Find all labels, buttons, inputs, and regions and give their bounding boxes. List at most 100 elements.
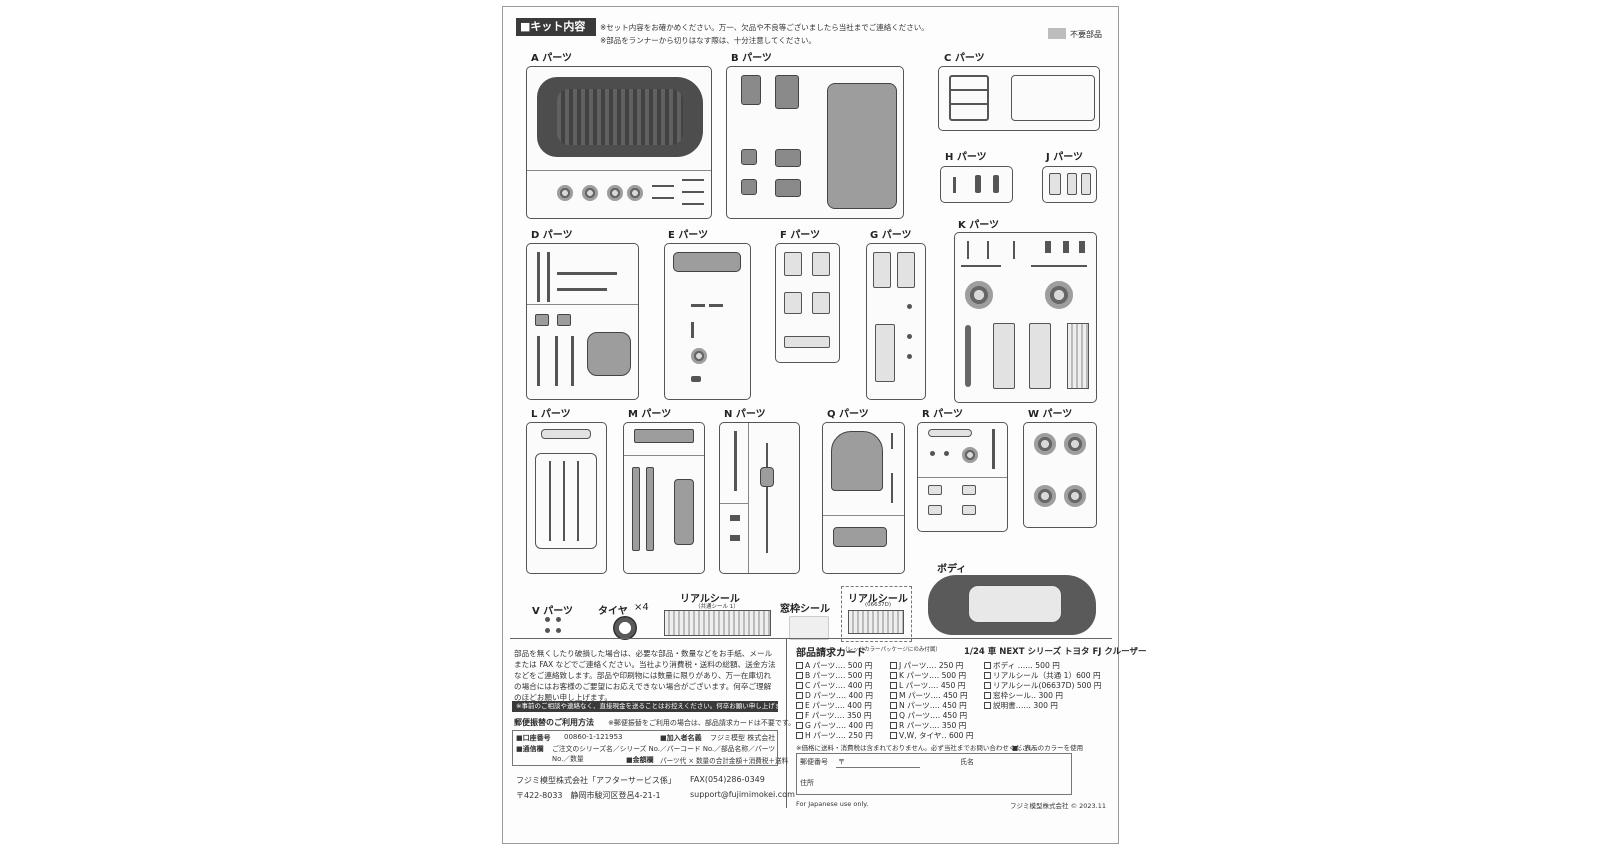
order-checkbox[interactable] [890, 712, 897, 719]
order-checkbox[interactable] [796, 672, 803, 679]
order-checkbox[interactable] [890, 732, 897, 739]
runner [624, 455, 704, 456]
order-checkbox[interactable] [796, 722, 803, 729]
spare-tire-cover-part [965, 281, 993, 309]
lost-parts-paragraph: 部品を無くしたり破損した場合は、必要な部品・数量などをお手紙、メールまたは FA… [514, 649, 776, 702]
order-item[interactable]: C パーツ‥‥ 400 円 [796, 681, 872, 691]
sprue-e [664, 243, 751, 400]
label-n-parts: N パーツ [724, 409, 766, 420]
account-label: ■口座番号 [516, 734, 551, 742]
small-part [907, 304, 912, 309]
label-v-parts: V パーツ [532, 606, 574, 617]
order-item[interactable]: F パーツ‥‥ 350 円 [796, 711, 871, 721]
label-j-parts: J パーツ [1046, 152, 1084, 163]
support-email[interactable]: support@fujimimokei.com [690, 790, 795, 799]
order-item-label: B パーツ‥‥ 500 円 [805, 671, 873, 680]
section-divider [510, 638, 1112, 639]
light-bar-part [928, 429, 972, 437]
order-item[interactable]: G パーツ‥‥ 400 円 [796, 721, 873, 731]
memo-label: ■通信欄 [516, 745, 544, 753]
order-checkbox[interactable] [796, 702, 803, 709]
order-checkbox[interactable] [890, 672, 897, 679]
order-item[interactable]: V,W, タイヤ‥ 600 円 [890, 731, 973, 741]
door-panel-part [812, 292, 830, 314]
rod-part [992, 429, 995, 469]
sprue-q [822, 422, 905, 574]
card-color-note: ■…表示のカラーを使用 [1012, 744, 1084, 752]
order-item[interactable]: ボディ ‥‥‥ 500 円 [984, 661, 1060, 671]
real-seal-sheet [664, 610, 771, 636]
order-checkbox[interactable] [984, 672, 991, 679]
order-item[interactable]: L パーツ‥‥ 450 円 [890, 681, 965, 691]
order-checkbox[interactable] [984, 682, 991, 689]
real-seal-2-code: (06637D) [865, 602, 892, 608]
rod-part [682, 191, 704, 193]
order-checkbox[interactable] [984, 662, 991, 669]
order-item[interactable]: Q パーツ‥‥ 450 円 [890, 711, 967, 721]
order-item-label: M パーツ‥‥ 450 円 [899, 691, 968, 700]
unused-part [1067, 323, 1089, 389]
order-item[interactable]: N パーツ‥‥ 450 円 [890, 701, 967, 711]
order-item[interactable]: D パーツ‥‥ 400 円 [796, 691, 873, 701]
name-label: 氏名 [960, 758, 974, 766]
order-checkbox[interactable] [796, 712, 803, 719]
order-item[interactable]: E パーツ‥‥ 400 円 [796, 701, 872, 711]
order-item[interactable]: 窓枠シール‥ 300 円 [984, 691, 1063, 701]
exhaust-part [766, 443, 768, 553]
sprue-c [938, 66, 1100, 131]
rod-part [547, 252, 550, 302]
order-item[interactable]: H パーツ‥‥ 250 円 [796, 731, 873, 741]
order-checkbox[interactable] [796, 732, 803, 739]
seat-part [775, 149, 801, 167]
order-item[interactable]: 説明書‥‥‥ 300 円 [984, 701, 1058, 711]
label-real-seal: リアルシール [680, 594, 740, 605]
order-item[interactable]: J パーツ‥‥ 250 円 [890, 661, 963, 671]
order-checkbox[interactable] [890, 662, 897, 669]
order-checkbox[interactable] [890, 682, 897, 689]
order-checkbox[interactable] [890, 692, 897, 699]
section-divider-vertical [786, 638, 787, 808]
order-item[interactable]: K パーツ‥‥ 500 円 [890, 671, 966, 681]
sprue-m [623, 422, 705, 574]
real-seal-2-box [841, 586, 912, 642]
order-item-label: V,W, タイヤ‥ 600 円 [899, 731, 974, 740]
order-item-label: L パーツ‥‥ 450 円 [899, 681, 966, 690]
postal-mark: 〒 [838, 758, 845, 766]
v-part [545, 617, 550, 622]
order-checkbox[interactable] [796, 662, 803, 669]
order-checkbox[interactable] [796, 692, 803, 699]
order-checkbox[interactable] [984, 702, 991, 709]
window-part [873, 252, 891, 288]
sprue-j [1042, 166, 1097, 203]
seat-part [741, 75, 761, 105]
roof-rack-part [949, 75, 989, 121]
order-item[interactable]: リアルシール（共通 1）600 円 [984, 671, 1101, 681]
label-window-seal: 窓枠シール [780, 604, 830, 615]
order-item[interactable]: B パーツ‥‥ 500 円 [796, 671, 872, 681]
holder-name: フジミ模型 株式会社 [710, 734, 776, 742]
rack-bar [577, 461, 579, 541]
order-checkbox[interactable] [984, 692, 991, 699]
order-item[interactable]: M パーツ‥‥ 450 円 [890, 691, 968, 701]
order-item[interactable]: リアルシール(06637D) 500 円 [984, 681, 1101, 691]
tire-count: ×4 [634, 602, 649, 613]
order-item[interactable]: R パーツ‥‥ 350 円 [890, 721, 966, 731]
order-item[interactable]: A パーツ‥‥ 500 円 [796, 661, 872, 671]
order-checkbox[interactable] [890, 702, 897, 709]
order-item-label: J パーツ‥‥ 250 円 [899, 661, 964, 670]
red-package-note: （レッドカラーパッケージにのみ付属） [842, 647, 941, 653]
small-part [557, 314, 571, 326]
rod-part [652, 185, 674, 187]
small-part [962, 485, 976, 495]
order-checkbox[interactable] [890, 722, 897, 729]
address-box[interactable] [796, 753, 1072, 795]
small-part [709, 304, 723, 307]
real-seal-2-sheet [848, 610, 904, 634]
cash-warning: ※事前のご相談や連絡なく、直接現金を送ることはお控えください。何卒お願い申し上げ… [512, 701, 778, 712]
rack-bar [949, 89, 989, 91]
order-checkbox[interactable] [796, 682, 803, 689]
label-h-parts: H パーツ [945, 152, 987, 163]
order-item-label: A パーツ‥‥ 500 円 [805, 661, 873, 670]
runner [527, 170, 711, 171]
muffler-part [760, 467, 774, 487]
